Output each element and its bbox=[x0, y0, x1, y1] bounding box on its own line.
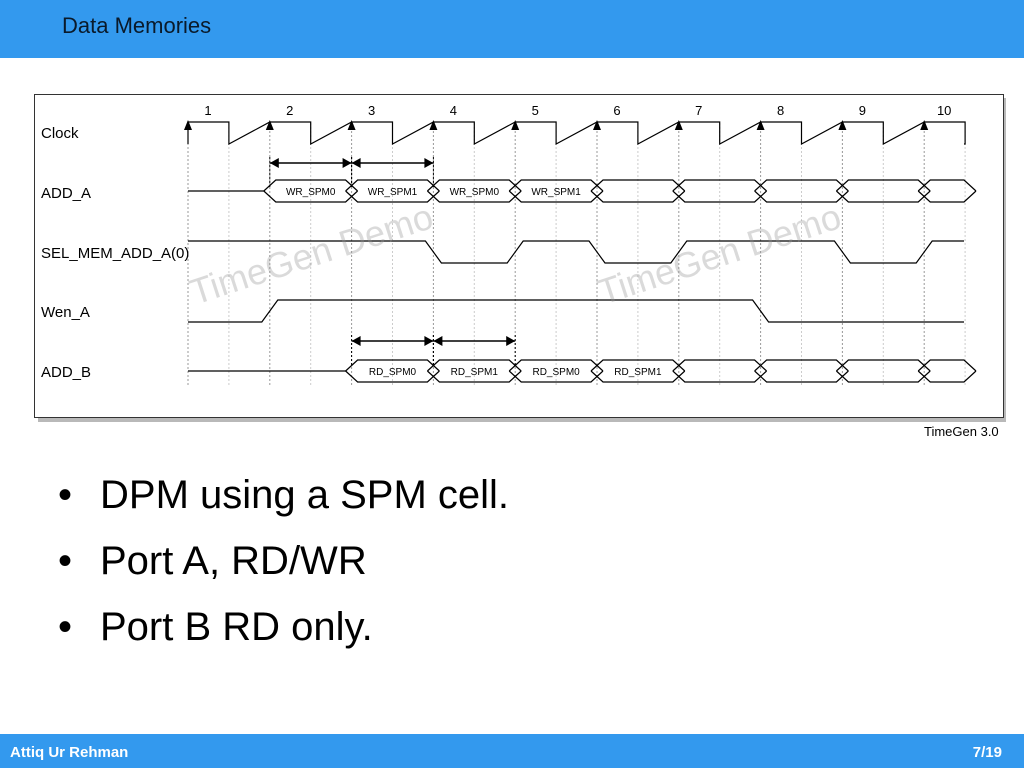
clock-cycle-number: 10 bbox=[937, 103, 951, 118]
add-b-value: RD_SPM1 bbox=[451, 367, 499, 378]
add-a-bus-segment bbox=[590, 179, 686, 192]
clock-edge-arrow bbox=[511, 120, 520, 130]
add-a-value: WR_SPM1 bbox=[368, 187, 418, 198]
signal-name: Clock bbox=[41, 125, 79, 142]
add-a-bus-segment bbox=[917, 179, 977, 192]
signal-name: ADD_B bbox=[41, 364, 91, 381]
wen-a-waveform bbox=[188, 299, 964, 323]
signal-name: SEL_MEM_ADD_A(0) bbox=[41, 245, 189, 262]
add-a-interval-arrow-head bbox=[351, 158, 361, 168]
clock-cycle-number: 6 bbox=[613, 103, 620, 118]
add-a-value: WR_SPM1 bbox=[531, 187, 581, 198]
add-a-bus-segment bbox=[835, 179, 931, 192]
timegen-version: TimeGen 3.0 bbox=[924, 424, 999, 439]
add-a-bus-segment bbox=[754, 179, 849, 192]
page-title: Data Memories bbox=[62, 13, 212, 38]
add-b-bus-segment bbox=[917, 370, 977, 383]
add-b-bus-segment bbox=[917, 359, 977, 372]
clock-edge-arrow bbox=[838, 120, 847, 130]
add-a-bus-segment bbox=[917, 190, 977, 203]
clock-edge-arrow bbox=[429, 120, 438, 130]
add-b-interval-arrow-head bbox=[506, 336, 516, 346]
bullet-item: • Port B RD only. bbox=[58, 602, 509, 668]
header-bar: Data Memories bbox=[0, 0, 1024, 58]
add-a-interval-arrow-head bbox=[424, 158, 434, 168]
footer-bar: Attiq Ur Rehman 7/19 bbox=[0, 734, 1024, 768]
add-b-interval-arrow-head bbox=[433, 336, 443, 346]
clock-edge-arrow bbox=[674, 120, 683, 130]
add-b-value: RD_SPM0 bbox=[532, 367, 580, 378]
clock-cycle-number: 7 bbox=[695, 103, 702, 118]
bullet-text: DPM using a SPM cell. bbox=[100, 473, 510, 517]
clock-cycle-number: 3 bbox=[368, 103, 375, 118]
bullet-dot: • bbox=[58, 605, 73, 649]
bullet-text: Port B RD only. bbox=[100, 605, 373, 649]
add-b-bus-segment bbox=[835, 359, 931, 372]
clock-cycle-number: 1 bbox=[204, 103, 211, 118]
page-number: 7/19 bbox=[972, 744, 1002, 761]
add-b-bus-segment bbox=[754, 359, 849, 372]
clock-edge-arrow bbox=[593, 120, 601, 130]
add-a-value: WR_SPM0 bbox=[286, 187, 336, 198]
footer-author: Attiq Ur Rehman bbox=[10, 744, 129, 761]
sel-mem-add-a-waveform bbox=[188, 240, 964, 264]
clock-cycle-number: 9 bbox=[859, 103, 866, 118]
clock-edge-arrow bbox=[347, 120, 356, 130]
add-b-value: RD_SPM0 bbox=[369, 367, 417, 378]
clock-cycle-number: 4 bbox=[450, 103, 457, 118]
add-b-interval-arrow-head bbox=[351, 336, 361, 346]
add-a-value: WR_SPM0 bbox=[450, 187, 500, 198]
bullet-dot: • bbox=[58, 473, 73, 517]
add-a-interval-arrow-head bbox=[342, 158, 352, 168]
signal-name: Wen_A bbox=[41, 304, 90, 321]
bullet-dot: • bbox=[58, 539, 73, 583]
add-b-interval-arrow-head bbox=[424, 336, 434, 346]
add-a-bus-segment bbox=[672, 179, 768, 192]
bullet-text: Port A, RD/WR bbox=[100, 539, 367, 583]
add-b-value: RD_SPM1 bbox=[614, 367, 662, 378]
clock-edge-arrow bbox=[184, 120, 192, 130]
clock-edge-arrow bbox=[920, 120, 929, 130]
add-b-bus-segment bbox=[672, 359, 768, 372]
clock-cycle-number: 8 bbox=[777, 103, 784, 118]
clock-cycle-number: 5 bbox=[532, 103, 539, 118]
signal-name: ADD_A bbox=[41, 185, 91, 202]
clock-edge-arrow bbox=[756, 120, 765, 130]
bullet-item: • DPM using a SPM cell. bbox=[58, 470, 509, 536]
watermark-text: TimeGen Demo bbox=[185, 196, 438, 313]
bullet-item: • Port A, RD/WR bbox=[58, 536, 509, 602]
add-a-interval-arrow-head bbox=[269, 158, 279, 168]
clock-edge-arrow bbox=[265, 120, 274, 130]
bullet-list: • DPM using a SPM cell. • Port A, RD/WR • P… bbox=[58, 470, 509, 668]
clock-cycle-number: 2 bbox=[286, 103, 293, 118]
clock-waveform bbox=[187, 121, 966, 146]
